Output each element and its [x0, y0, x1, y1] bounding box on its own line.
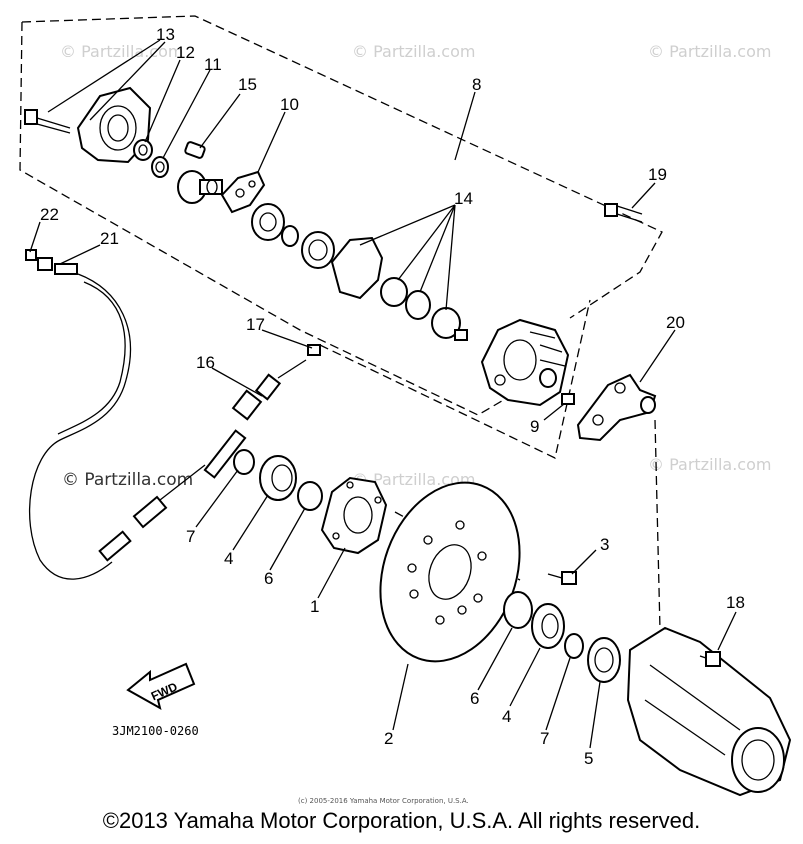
- callout-18: 18: [726, 593, 745, 612]
- part-17-nut[interactable]: [307, 344, 321, 356]
- part-14-seal[interactable]: [405, 290, 431, 320]
- drawing-code: 3JM2100-0260: [112, 724, 199, 738]
- small-copyright: (c) 2005-2016 Yamaha Motor Corporation, …: [298, 797, 469, 805]
- part-7-o-ring[interactable]: [564, 633, 584, 659]
- watermark: © Partzilla.com: [352, 470, 475, 489]
- part-19-bolt[interactable]: [604, 203, 643, 223]
- callout-6: 6: [470, 689, 479, 708]
- axle-housing[interactable]: [626, 626, 792, 797]
- gear-shaft[interactable]: [177, 170, 223, 204]
- leader-lines: [29, 39, 737, 749]
- part-13-cover[interactable]: [76, 86, 152, 164]
- part-2-brake-disc[interactable]: [357, 463, 544, 681]
- callout-8: 8: [472, 75, 481, 94]
- callout-5: 5: [584, 749, 593, 768]
- callout-19: 19: [648, 165, 667, 184]
- watermark: © Partzilla.com: [648, 455, 771, 474]
- callout-20: 20: [666, 313, 685, 332]
- part-22-clip[interactable]: [25, 249, 37, 261]
- part-21-cable-end[interactable]: [37, 257, 78, 275]
- watermark: © Partzilla.com: [60, 42, 183, 61]
- callout-15: 15: [238, 75, 257, 94]
- part-6-o-ring[interactable]: [503, 591, 533, 629]
- watermark: © Partzilla.com: [62, 470, 193, 490]
- callout-17: 17: [246, 315, 265, 334]
- part-8-housing[interactable]: [480, 318, 570, 407]
- callout-21: 21: [100, 229, 119, 248]
- part-14-plug[interactable]: [431, 307, 468, 341]
- callout-11: 11: [204, 55, 222, 74]
- callout-7: 7: [540, 729, 549, 748]
- part-4-seal[interactable]: [531, 603, 565, 649]
- callout-16: 16: [196, 353, 215, 372]
- part-16-adjuster[interactable]: [203, 359, 307, 479]
- part-4-seal[interactable]: [259, 455, 297, 501]
- part-9-bolt[interactable]: [561, 393, 575, 405]
- callout-6: 6: [264, 569, 273, 588]
- callout-13: 13: [156, 25, 175, 44]
- alignment-line: [654, 419, 661, 631]
- callout-10: 10: [280, 95, 299, 114]
- part-18-bolt[interactable]: [699, 651, 721, 667]
- callout-2: 2: [384, 729, 393, 748]
- callout-1: 1: [310, 597, 319, 616]
- part-12-washer[interactable]: [133, 139, 153, 161]
- callout-12: 12: [176, 43, 195, 62]
- part-14-gasket[interactable]: [330, 236, 384, 300]
- part-6-o-ring[interactable]: [297, 481, 323, 511]
- brake-cable[interactable]: [29, 273, 206, 580]
- callout-3: 3: [600, 535, 609, 554]
- footer-copyright: ©2013 Yamaha Motor Corporation, U.S.A. A…: [102, 808, 701, 833]
- assembly-outline: [319, 299, 591, 459]
- part-7-o-ring[interactable]: [233, 449, 255, 475]
- part-5-bearing[interactable]: [587, 637, 621, 683]
- callout-22: 22: [40, 205, 59, 224]
- callout-9: 9: [530, 417, 539, 436]
- part-20-bracket[interactable]: [576, 373, 657, 442]
- callout-7: 7: [186, 527, 195, 546]
- watermark: © Partzilla.com: [648, 42, 771, 61]
- part-13-bolt[interactable]: [24, 109, 71, 134]
- part-10-plate[interactable]: [220, 170, 266, 214]
- part-1-hub[interactable]: [320, 476, 388, 555]
- fwd-arrow-icon: FWD: [126, 662, 196, 711]
- part-11-gear[interactable]: [151, 156, 169, 178]
- spur-gear[interactable]: [251, 203, 299, 247]
- assembly-outline: [19, 15, 663, 416]
- watermark: © Partzilla.com: [352, 42, 475, 61]
- callout-14: 14: [454, 189, 473, 208]
- callout-4: 4: [224, 549, 233, 568]
- callout-4: 4: [502, 707, 511, 726]
- bearing[interactable]: [301, 231, 335, 269]
- part-3-bolt[interactable]: [547, 571, 577, 585]
- part-14-seal[interactable]: [380, 277, 408, 307]
- part-15-pin[interactable]: [184, 141, 206, 159]
